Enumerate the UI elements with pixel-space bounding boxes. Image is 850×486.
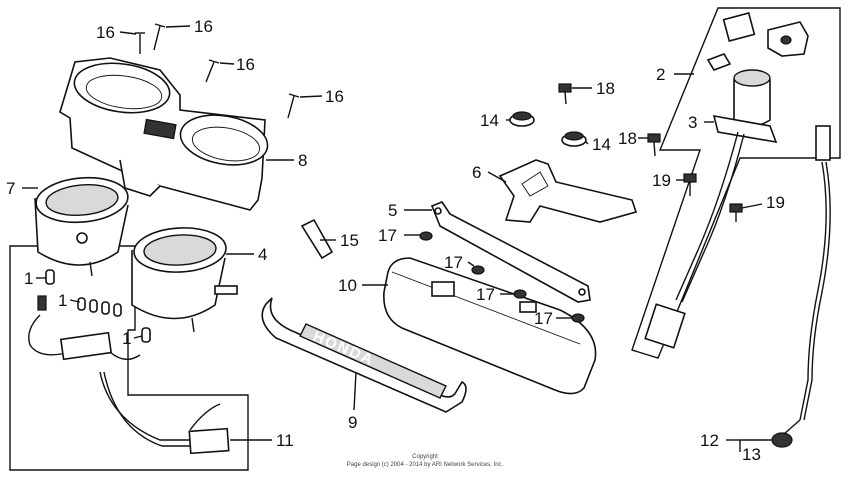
- meter-assembly-7[interactable]: [34, 174, 129, 277]
- bolt-18b[interactable]: [647, 133, 661, 157]
- callout-17c: 17: [476, 285, 495, 304]
- callout-18a: 18: [596, 79, 615, 98]
- copyright-line-2: Page design (c) 2004 - 2014 by ARI Netwo…: [347, 462, 504, 468]
- callout-9: 9: [348, 413, 357, 432]
- rubber-14a[interactable]: [509, 111, 535, 127]
- wire-harness[interactable]: [28, 295, 230, 455]
- callout-6: 6: [472, 163, 481, 182]
- copyright-line-1: Copyright: [412, 454, 438, 460]
- callout-1b: 1: [58, 291, 67, 310]
- bolt-19b[interactable]: [729, 203, 743, 222]
- bulb-1c[interactable]: [141, 327, 151, 343]
- screw-16b[interactable]: [153, 23, 166, 51]
- meter-cable[interactable]: [771, 125, 831, 448]
- meter-cover[interactable]: [383, 257, 597, 395]
- callout-14b: 14: [592, 135, 611, 154]
- ignition-group-frame: [631, 7, 841, 359]
- meter-garnish[interactable]: HONDA: [261, 297, 467, 413]
- callout-13: 13: [742, 445, 761, 464]
- callout-16a: 16: [96, 23, 115, 42]
- callout-12: 12: [700, 431, 719, 450]
- screw-16d[interactable]: [287, 93, 300, 119]
- meter-bracket-5[interactable]: [430, 201, 591, 303]
- nut-17d[interactable]: [571, 313, 585, 323]
- callout-18b: 18: [618, 129, 637, 148]
- callout-1c: 1: [122, 329, 131, 348]
- callout-19a: 19: [652, 171, 671, 190]
- callout-3: 3: [688, 113, 697, 132]
- nut-17a[interactable]: [419, 231, 433, 241]
- callout-17d: 17: [534, 309, 553, 328]
- callout-11: 11: [276, 431, 294, 450]
- callout-16b: 16: [194, 17, 213, 36]
- rubber-14b[interactable]: [561, 131, 587, 147]
- ignition-switch-body[interactable]: [644, 69, 778, 349]
- nut-17b[interactable]: [471, 265, 485, 275]
- leader-lines: [22, 25, 772, 452]
- bulb-1b[interactable]: [77, 297, 122, 317]
- screw-16a[interactable]: [135, 32, 145, 54]
- ignition-switch-assembly[interactable]: [706, 12, 809, 71]
- callout-4: 4: [258, 245, 267, 264]
- bolt-18a[interactable]: [558, 83, 572, 105]
- callout-1a: 1: [24, 269, 33, 288]
- meter-assembly-4[interactable]: [131, 226, 238, 333]
- callout-17a: 17: [378, 226, 397, 245]
- nut-17c[interactable]: [513, 289, 527, 299]
- callout-17b: 17: [444, 253, 463, 272]
- callout-7: 7: [6, 179, 15, 198]
- callout-2: 2: [656, 65, 665, 84]
- stay-plate-6[interactable]: [498, 159, 638, 223]
- callout-14a: 14: [480, 111, 499, 130]
- callout-5: 5: [388, 201, 397, 220]
- screw-16c[interactable]: [205, 59, 220, 83]
- callout-16d: 16: [325, 87, 344, 106]
- callout-8: 8: [298, 151, 307, 170]
- callout-15: 15: [340, 231, 359, 250]
- bulb-1a[interactable]: [45, 269, 55, 285]
- callout-10: 10: [338, 276, 357, 295]
- meter-case[interactable]: [59, 57, 271, 211]
- callout-16c: 16: [236, 55, 255, 74]
- bolt-19a[interactable]: [683, 173, 697, 196]
- callout-19b: 19: [766, 193, 785, 212]
- gasket-15[interactable]: [300, 218, 334, 260]
